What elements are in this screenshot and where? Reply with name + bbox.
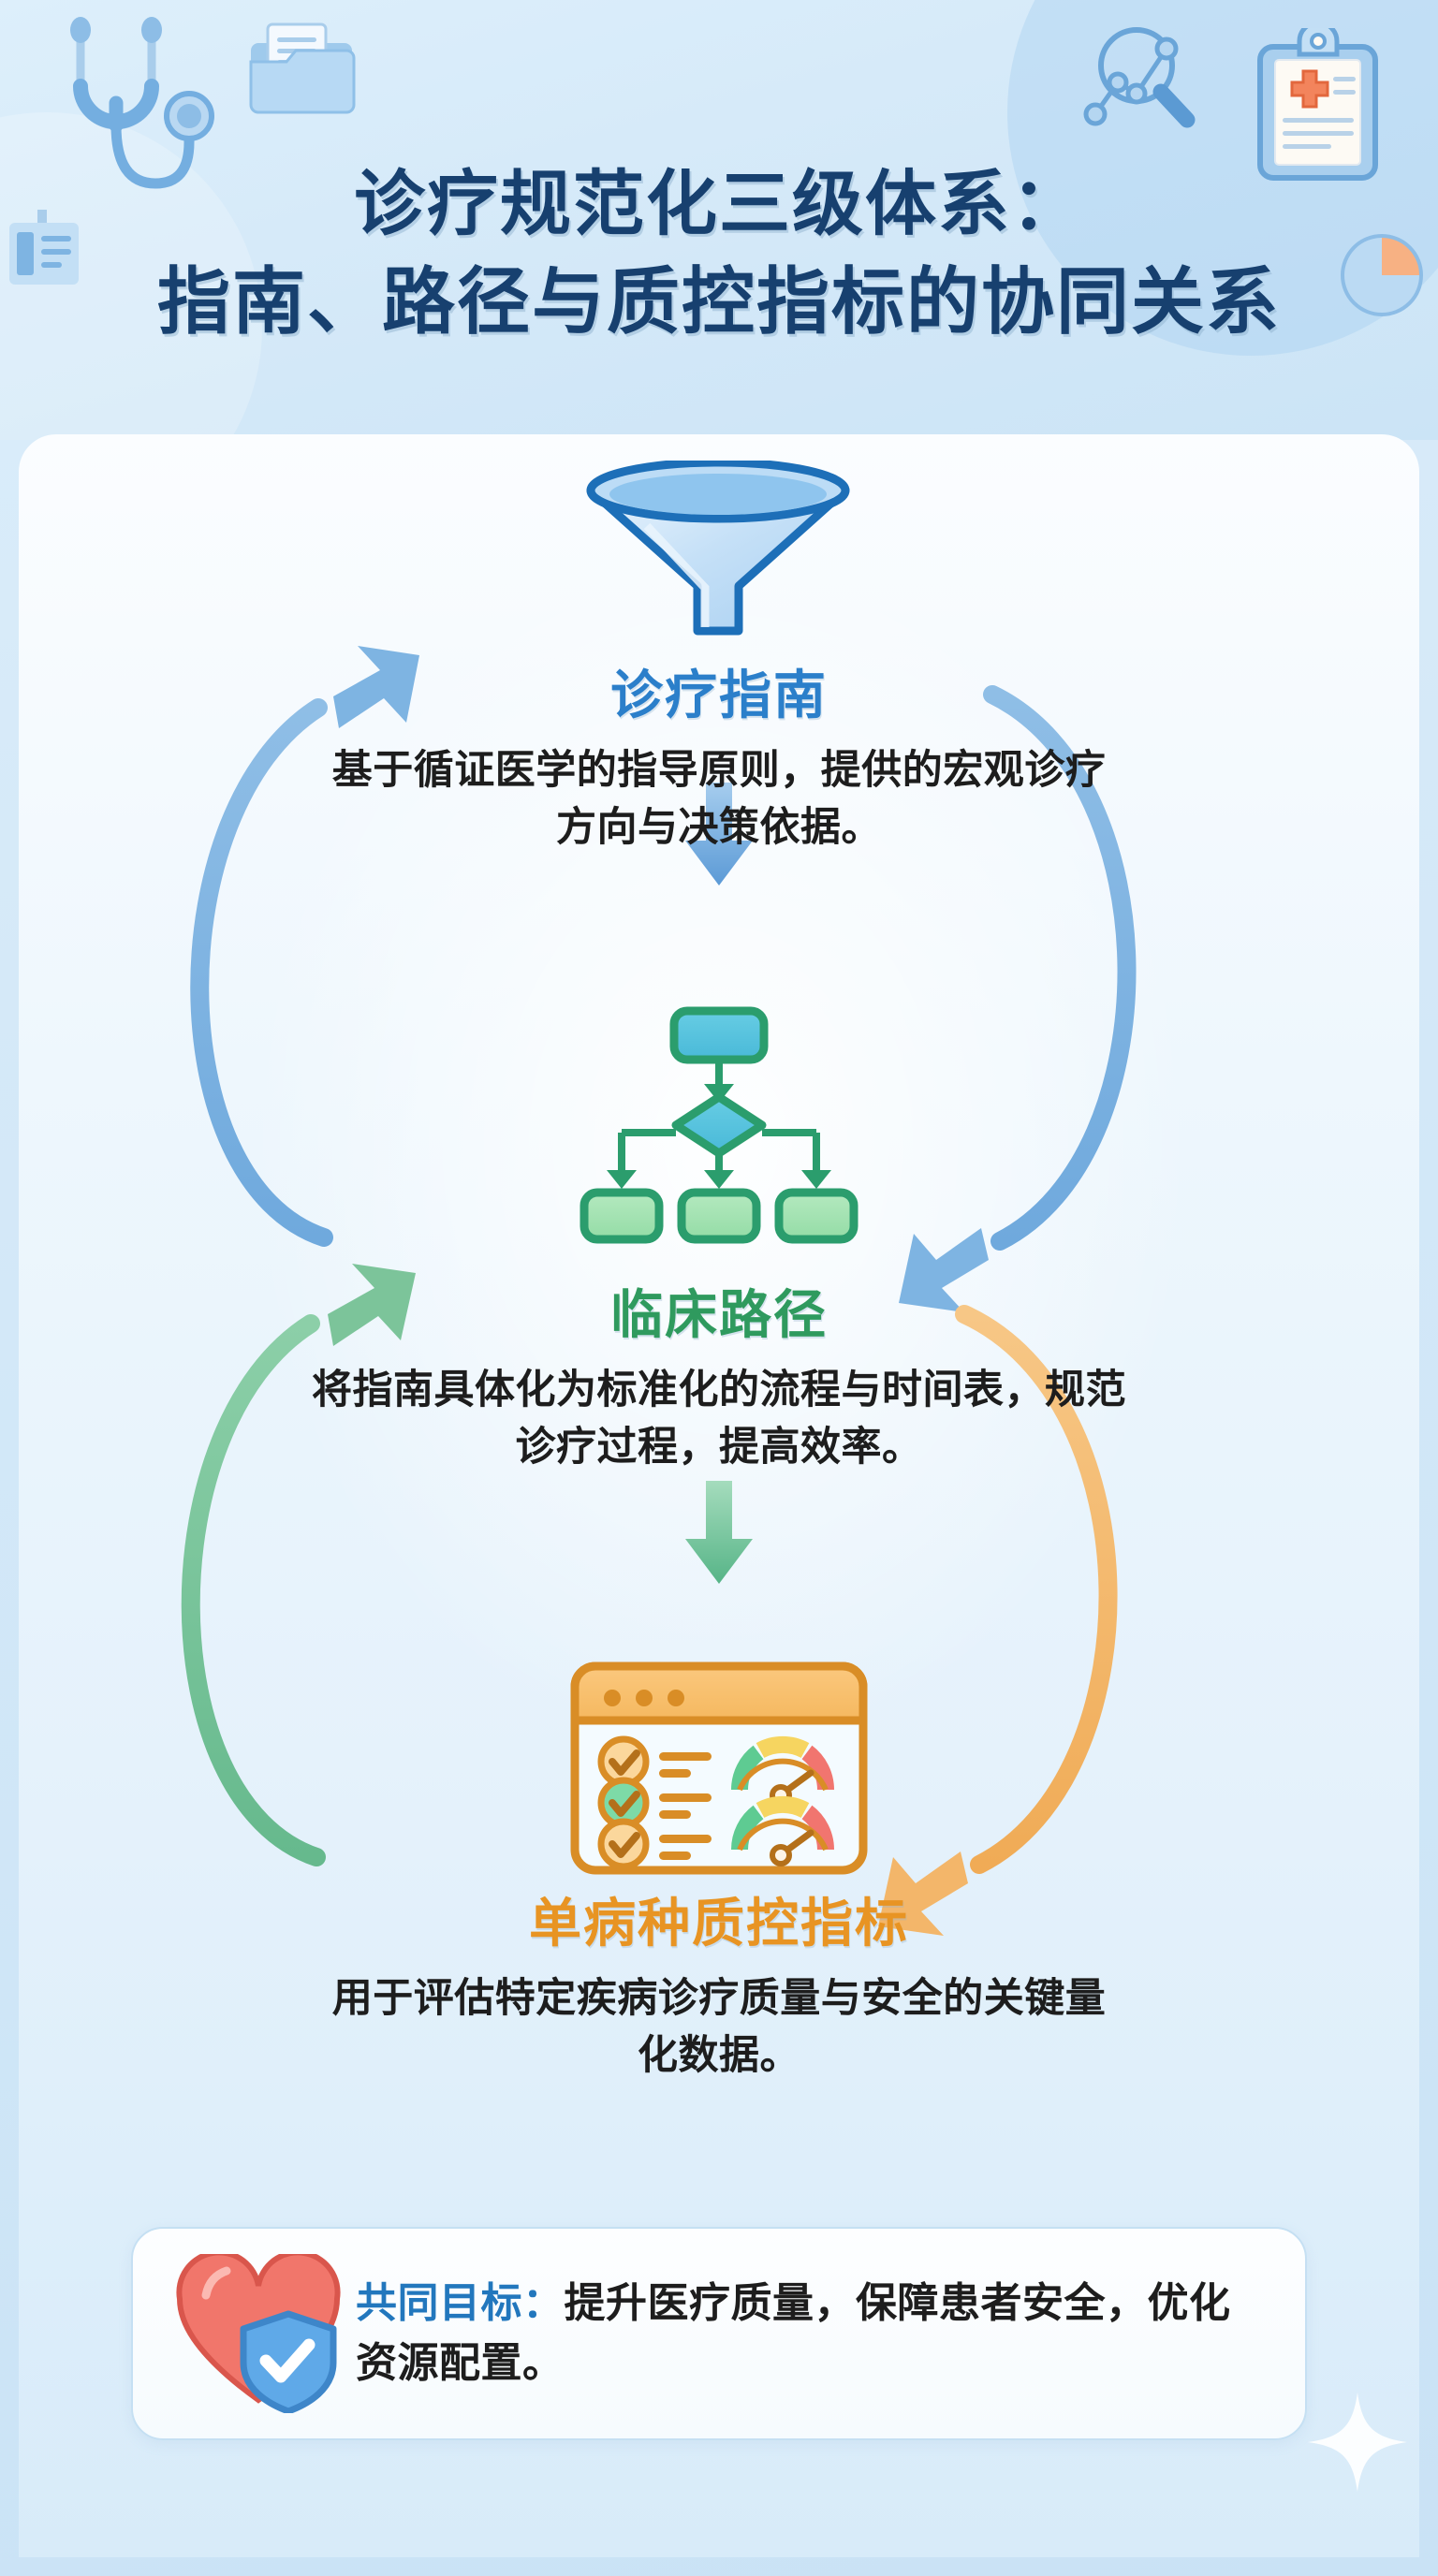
stage-guideline: 诊疗指南 基于循证医学的指导原则，提供的宏观诊疗方向与决策依据。 xyxy=(251,461,1187,856)
quality-dashboard-icon xyxy=(570,1661,868,1875)
stage-quality-indicator: 单病种质控指标 用于评估特定疾病诊疗质量与安全的关键量化数据。 xyxy=(251,1661,1187,2085)
pie-chart-icon xyxy=(1341,234,1423,316)
stage-pathway-description: 将指南具体化为标准化的流程与时间表，规范诊疗过程，提高效率。 xyxy=(312,1368,1126,1471)
folder-document-icon xyxy=(249,22,356,114)
stage-quality-icon-wrap xyxy=(251,1661,1187,1876)
sparkle-icon xyxy=(1308,2393,1407,2492)
stage-quality-description: 用于评估特定疾病诊疗质量与安全的关键量化数据。 xyxy=(331,1976,1107,2079)
id-badge-icon xyxy=(9,210,79,285)
green-down-arrow-icon xyxy=(685,1481,753,1584)
stage-pathway-icon-wrap xyxy=(251,987,1187,1267)
shared-goal-label: 共同目标： xyxy=(356,2280,565,2327)
stage-quality-title: 单病种质控指标 xyxy=(529,1894,909,1953)
flowchart-icon xyxy=(580,1006,858,1244)
title-line-1: 诊疗规范化三级体系： xyxy=(354,165,1084,244)
title-line-2: 指南、路径与质控指标的协同关系 xyxy=(156,259,1281,343)
stage-guideline-description: 基于循证医学的指导原则，提供的宏观诊疗方向与决策依据。 xyxy=(331,748,1107,851)
heart-shield-icon xyxy=(176,2254,341,2413)
stage-guideline-icon-wrap xyxy=(251,461,1187,648)
stage-clinical-pathway: 临床路径 将指南具体化为标准化的流程与时间表，规范诊疗过程，提高效率。 xyxy=(251,987,1187,1476)
stethoscope-icon xyxy=(70,17,214,189)
poster-header: 诊疗规范化三级体系： 指南、路径与质控指标的协同关系 xyxy=(0,0,1438,440)
funnel-icon xyxy=(586,461,850,636)
shared-goal-card: 共同目标：提升医疗质量，保障患者安全，优化资源配置。 xyxy=(131,2227,1307,2440)
poster-title: 诊疗规范化三级体系： 指南、路径与质控指标的协同关系 xyxy=(0,157,1438,350)
shared-goal-text: 共同目标：提升医疗质量，保障患者安全，优化资源配置。 xyxy=(343,2274,1268,2393)
medical-clipboard-icon xyxy=(1257,28,1378,181)
data-magnifier-icon xyxy=(1083,27,1196,128)
stage-pathway-title: 临床路径 xyxy=(610,1285,828,1344)
stage-guideline-title: 诊疗指南 xyxy=(610,666,828,724)
shared-goal-body: 提升医疗质量，保障患者安全，优化资源配置。 xyxy=(356,2280,1231,2386)
content-panel: 诊疗指南 基于循证医学的指导原则，提供的宏观诊疗方向与决策依据。 xyxy=(19,434,1419,2557)
